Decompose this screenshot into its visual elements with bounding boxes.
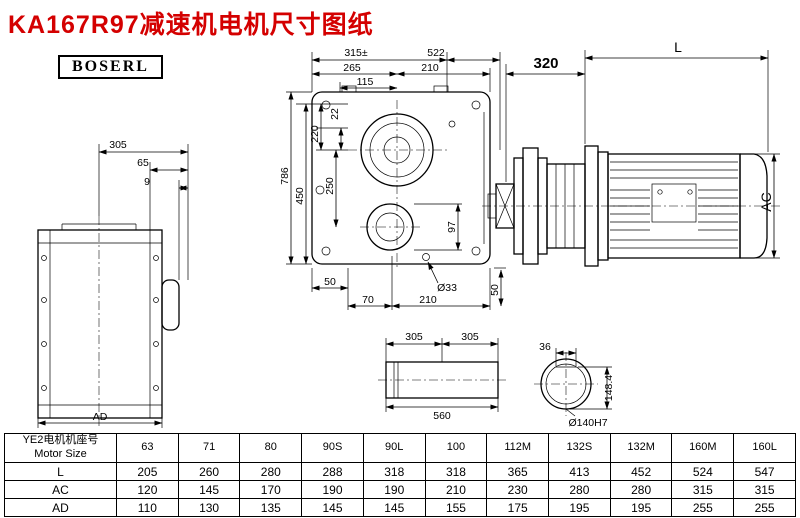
table-cell: 413 (548, 462, 611, 481)
dim-210-bottom: 210 (419, 294, 437, 306)
table-cell: 452 (609, 462, 673, 481)
table-cell: 160M (671, 433, 735, 463)
table-cell: 315 (671, 480, 735, 499)
dim-AD: AD (93, 411, 108, 423)
row-label: AC (4, 480, 117, 499)
dim-L: L (674, 39, 682, 55)
dim-9: 9 (144, 176, 150, 188)
header-motor-size-cn: YE2电机机座号 (22, 434, 99, 447)
row-label: AD (4, 498, 117, 517)
output-shaft-view: 305 305 560 (378, 331, 506, 422)
table-cell: 160L (733, 433, 796, 463)
dim-305-shaft-b: 305 (461, 331, 479, 343)
dim-315: 315± (344, 47, 368, 59)
table-cell: 110 (116, 498, 179, 517)
table-cell: 132S (548, 433, 611, 463)
table-cell: 230 (486, 480, 550, 499)
dim-97: 97 (446, 221, 458, 233)
dim-AC: AC (758, 192, 774, 211)
dim-250: 250 (324, 177, 336, 195)
table-cell: 145 (301, 498, 364, 517)
technical-drawing: 305 65 9 AD 31 (37, 39, 780, 429)
table-cell: 255 (671, 498, 735, 517)
table-cell: 205 (116, 462, 179, 481)
dim-50-left: 50 (324, 276, 336, 288)
table-cell: 155 (424, 498, 488, 517)
dim-220: 220 (309, 125, 321, 143)
table-row-L: L 205 260 280 288 318 318 365 413 452 52… (4, 462, 796, 481)
table-cell: 195 (548, 498, 611, 517)
dim-33: Ø33 (437, 282, 457, 294)
table-header-row: YE2电机机座号 Motor Size 63 71 80 90S 90L 100… (4, 433, 796, 463)
dim-36: 36 (539, 341, 551, 353)
table-cell: 288 (301, 462, 364, 481)
dim-65: 65 (137, 157, 149, 169)
table-cell: 280 (239, 462, 303, 481)
dim-140H7: Ø140H7 (568, 417, 607, 429)
table-cell: 145 (177, 480, 241, 499)
motor-assembly-view: 320 L AC (482, 39, 780, 267)
table-cell: 170 (239, 480, 303, 499)
dim-305-shaft-a: 305 (405, 331, 423, 343)
shaft-end-outer-circle (540, 358, 592, 410)
table-cell: 63 (116, 433, 179, 463)
dim-320: 320 (533, 55, 558, 72)
dim-786: 786 (279, 167, 291, 185)
table-cell: 190 (362, 480, 426, 499)
table-cell: 175 (486, 498, 550, 517)
table-cell: 195 (609, 498, 673, 517)
table-cell: 90S (301, 433, 364, 463)
dim-50-right: 50 (489, 284, 501, 296)
motor-size-table: YE2电机机座号 Motor Size 63 71 80 90S 90L 100… (4, 433, 796, 517)
table-cell: 120 (116, 480, 179, 499)
table-cell: 280 (548, 480, 611, 499)
header-motor-size: YE2电机机座号 Motor Size (4, 433, 117, 463)
left-view-body (37, 229, 163, 419)
main-front-view: 315± 522 265 210 115 786 450 220 250 22 … (279, 47, 506, 310)
table-cell: 190 (301, 480, 364, 499)
dim-305-left: 305 (109, 139, 127, 151)
dim-450: 450 (294, 187, 306, 205)
table-cell: 71 (177, 433, 241, 463)
shaft-end-view: 36 148.4 Ø140H7 (534, 341, 615, 429)
table-row-AC: AC 120 145 170 190 190 210 230 280 280 3… (4, 480, 796, 499)
table-row-AD: AD 110 130 135 145 145 155 175 195 195 2… (4, 498, 796, 517)
header-motor-size-en: Motor Size (34, 448, 87, 460)
page-title: KA167R97减速机电机尺寸图纸 (8, 11, 374, 39)
table-cell: 547 (733, 462, 796, 481)
gearbox-body (311, 91, 491, 265)
left-view-boss (161, 279, 180, 331)
row-label: L (4, 462, 117, 481)
table-cell: 112M (486, 433, 550, 463)
dim-115: 115 (357, 76, 374, 88)
table-cell: 135 (239, 498, 303, 517)
motor-nameplate (651, 183, 697, 223)
dim-210-top: 210 (421, 62, 439, 74)
table-cell: 130 (177, 498, 241, 517)
left-side-view: 305 65 9 AD (37, 139, 189, 428)
table-cell: 100 (424, 433, 488, 463)
table-cell: 260 (177, 462, 241, 481)
motor-end-cap (740, 153, 768, 259)
table-cell: 365 (486, 462, 550, 481)
boserl-logo: BOSERL (58, 55, 163, 79)
table-cell: 524 (671, 462, 735, 481)
dim-70: 70 (362, 294, 374, 306)
dim-148-4: 148.4 (603, 375, 615, 401)
table-cell: 315 (733, 480, 796, 499)
table-cell: 318 (424, 462, 488, 481)
table-cell: 210 (424, 480, 488, 499)
dim-560: 560 (433, 410, 451, 422)
table-cell: 90L (362, 433, 426, 463)
table-cell: 318 (362, 462, 426, 481)
table-cell: 132M (609, 433, 673, 463)
dim-522: 522 (427, 47, 445, 59)
table-cell: 280 (609, 480, 673, 499)
table-cell: 80 (239, 433, 303, 463)
dim-265: 265 (343, 62, 361, 74)
dim-22: 22 (329, 108, 341, 120)
table-cell: 145 (362, 498, 426, 517)
table-cell: 255 (733, 498, 796, 517)
